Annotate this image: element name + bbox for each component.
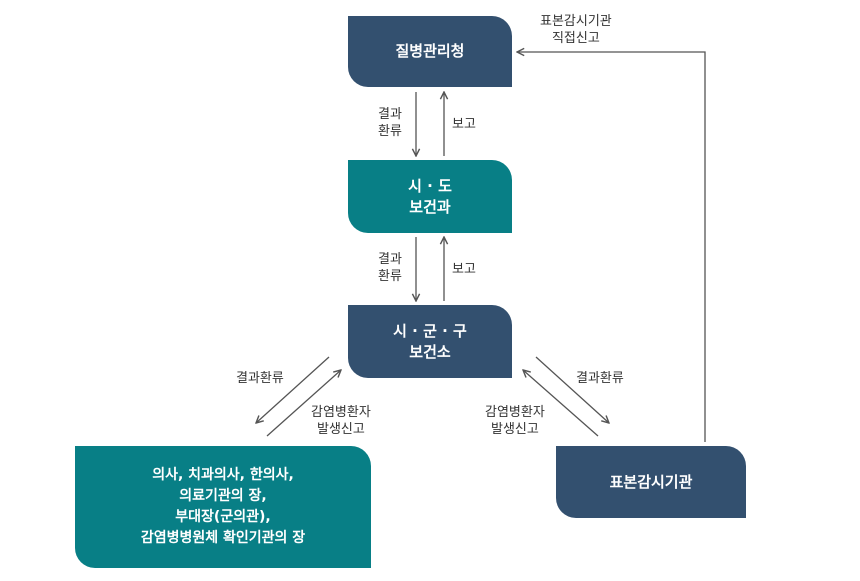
node-sigungu-health-center: 시 · 군 · 구 보건소 (348, 305, 512, 378)
node-hospital-line-4: 감염병병원체 확인기관의 장 (140, 530, 306, 546)
label-left-result-return: 결과환류 (236, 371, 284, 386)
label-report-kdca: 보고 (452, 117, 476, 132)
label-direct-report: 표본감시기관 직접신고 (540, 13, 612, 47)
label-result-return-sido-line-2: 환류 (378, 269, 402, 284)
node-sentinel-line: 표본감시기관 (609, 472, 693, 491)
node-sido-health-dept: 시 · 도 보건과 (348, 160, 512, 233)
label-right-occurrence-line-1: 감염병환자 (485, 405, 545, 420)
arrow-sigungu-to-hospital (256, 356, 330, 423)
label-result-return-kdca-line-1: 결과 (378, 107, 402, 122)
label-left-occurrence-report: 감염병환자 발생신고 (311, 404, 371, 438)
label-result-return-sido-line-1: 결과 (378, 252, 402, 267)
arrow-sigungu-to-sentinel (535, 356, 609, 423)
node-hospital-line-2: 의료기관의 장, (179, 488, 267, 504)
node-kdca-line: 질병관리청 (395, 42, 465, 60)
label-right-occurrence-report: 감염병환자 발생신고 (485, 404, 545, 438)
label-direct-report-line-1: 표본감시기관 (540, 14, 612, 29)
node-sigungu-line-1: 시 · 군 · 구 (393, 321, 467, 340)
node-sigungu-line-2: 보건소 (409, 342, 451, 361)
label-result-return-kdca-line-2: 환류 (378, 124, 402, 139)
label-result-return-kdca: 결과 환류 (378, 106, 402, 140)
label-right-occurrence-line-2: 발생신고 (490, 422, 539, 437)
label-right-result-return: 결과환류 (576, 371, 624, 386)
node-hospital-line-1: 의사, 치과의사, 한의사, (152, 467, 294, 483)
node-sido-line-2: 보건과 (409, 197, 451, 216)
node-medical-reporters: 의사, 치과의사, 한의사, 의료기관의 장, 부대장(군의관), 감염병병원체… (75, 446, 371, 568)
label-result-return-sido: 결과 환류 (378, 251, 402, 285)
label-report-sido: 보고 (452, 262, 476, 277)
arrow-sentinel-to-sigungu (523, 370, 599, 437)
label-direct-report-line-2: 직접신고 (551, 31, 600, 46)
node-sido-line-1: 시 · 도 (408, 176, 452, 195)
node-sentinel-institution: 표본감시기관 (556, 446, 746, 518)
label-left-occurrence-line-1: 감염병환자 (311, 405, 371, 420)
node-hospital-line-3: 부대장(군의관), (175, 509, 271, 525)
label-left-occurrence-line-2: 발생신고 (316, 422, 365, 437)
arrow-hospital-to-sigungu (266, 370, 341, 437)
node-kdca: 질병관리청 (348, 16, 512, 87)
arrow-sentinel-to-kdca (517, 52, 706, 442)
